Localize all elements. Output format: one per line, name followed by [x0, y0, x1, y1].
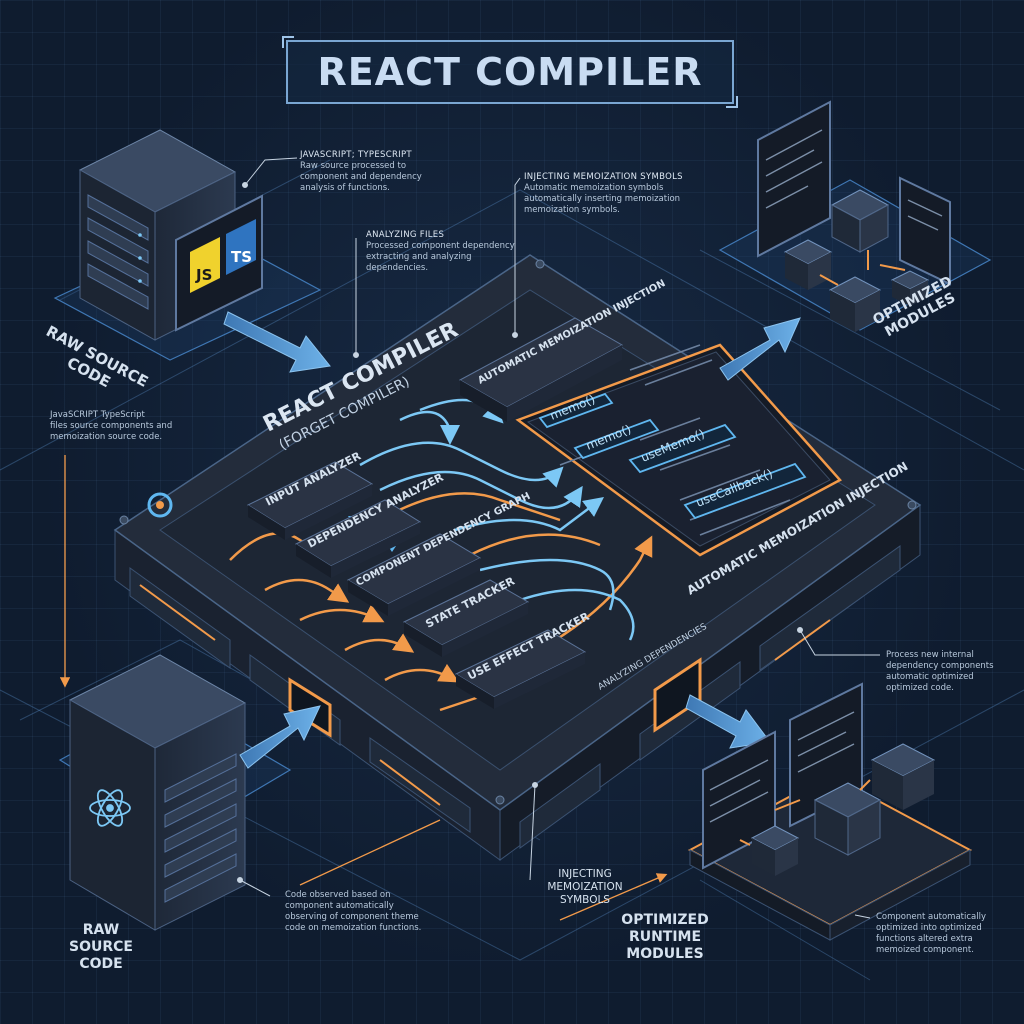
blue-flow-lines — [359, 398, 635, 641]
note-left-mid-body: files source components and memoization … — [50, 421, 173, 442]
note-right-mid: Process new internal dependency componen… — [886, 650, 1011, 694]
note-bottom-left: Code observed based on component automat… — [285, 890, 425, 934]
note-bottom-left-body: Code observed based on component automat… — [285, 890, 422, 933]
note-analyzing-heading: ANALYZING FILES — [366, 230, 445, 240]
react-atom-icon — [89, 789, 131, 827]
flow-arrow-icon — [223, 311, 801, 769]
note-injecting-heading: INJECTING MEMOIZATION SYMBOLS — [524, 172, 683, 182]
note-left-mid-heading: JavaSCRIPT TypeScript — [50, 410, 145, 420]
note-js-ts: JAVASCRIPT; TYPESCRIPT Raw source proces… — [300, 150, 450, 194]
note-analyzing: ANALYZING FILES Processed component depe… — [366, 230, 516, 274]
stage-use-effect-tracker — [454, 629, 587, 709]
label-optimized-runtime-modules: OPTIMIZED RUNTIME MODULES — [621, 912, 709, 962]
optimized-runtime-modules — [687, 682, 973, 941]
server-icon-bottom — [68, 654, 247, 931]
note-injecting: INJECTING MEMOIZATION SYMBOLS Automatic … — [524, 172, 694, 216]
label-injecting-memoization-symbols: INJECTING MEMOIZATION SYMBOLS — [547, 868, 623, 906]
js-badge-icon: JS — [190, 237, 220, 293]
note-injecting-body: Automatic memoization symbols automatica… — [524, 183, 681, 215]
svg-text:JS: JS — [195, 266, 212, 284]
cube-module-icon — [813, 782, 882, 856]
note-js-ts-body: Raw source processed to component and de… — [300, 161, 422, 193]
note-left-mid: JavaSCRIPT TypeScript files source compo… — [50, 410, 180, 443]
note-right-mid-body: Process new internal dependency componen… — [886, 650, 994, 693]
note-analyzing-body: Processed component dependency extractin… — [366, 241, 515, 273]
optimized-modules-top — [757, 100, 951, 332]
stage-dependency-analyzer — [294, 499, 422, 578]
note-bottom-right-body: Component automatically optimized into o… — [876, 912, 986, 955]
cube-module-icon — [830, 189, 890, 253]
label-raw-source-bottom: RAW SOURCE CODE — [69, 922, 133, 972]
page-title: REACT COMPILER — [317, 50, 703, 94]
stage-input-analyzer — [246, 461, 374, 540]
stage-state-tracker — [402, 579, 530, 657]
leader-lines — [237, 157, 880, 919]
ts-badge-icon: TS — [226, 219, 256, 275]
svg-text:TS: TS — [231, 248, 252, 266]
note-js-ts-heading: JAVASCRIPT; TYPESCRIPT — [300, 150, 412, 160]
stage-component-dependency-graph — [346, 533, 482, 616]
orange-guide-lines — [59, 455, 668, 921]
title-banner: REACT COMPILER — [282, 36, 738, 108]
note-bottom-right: Component automatically optimized into o… — [876, 912, 1006, 956]
